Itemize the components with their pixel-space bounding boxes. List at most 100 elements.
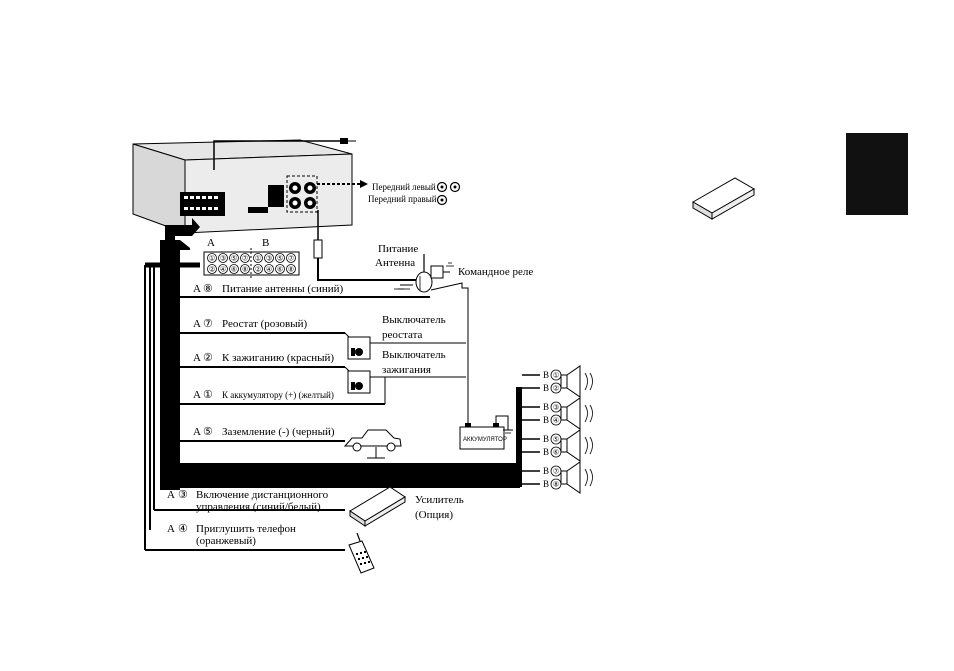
connector-pin-label: ⑥: [277, 266, 283, 274]
connector-a-label: A: [207, 237, 215, 249]
connector-pin: [253, 253, 263, 263]
wire-conn: A: [193, 318, 201, 330]
wire-label: Заземление (-) (черный): [222, 426, 335, 438]
section-tab: [846, 133, 908, 215]
connector-pin: [229, 264, 239, 274]
amplifier-icon: Усилитель (Опция): [349, 486, 464, 527]
connector-pin: [229, 253, 239, 263]
wire-conn: A: [193, 283, 201, 295]
speaker-pin-label: ②: [553, 386, 559, 393]
speaker-conn-label: B: [543, 479, 549, 489]
power-antenna: Питание Антенна Командное реле: [375, 243, 533, 445]
connector-b-label: B: [262, 237, 269, 249]
remote-label-1: Включение дистанционного: [196, 489, 329, 501]
wire-pin: ⑦: [203, 318, 213, 330]
speaker-conn-label: B: [543, 447, 549, 457]
battery: АККУМУЛЯТОР: [459, 415, 513, 450]
connector-pin: [240, 253, 250, 263]
wire-pin: ③: [178, 489, 188, 501]
wire-label: К аккумулятору (+) (желтый): [222, 390, 334, 400]
connector-pin-label: ④: [266, 266, 272, 274]
speaker-conn-label: B: [543, 402, 549, 412]
connector-pin: [286, 253, 296, 263]
wire-conn: A: [193, 352, 201, 364]
connector-pin-label: ②: [209, 267, 215, 274]
connector-pin: [207, 253, 217, 263]
amplifier-label-2: (Опция): [415, 509, 453, 521]
wire-remote: A ③ Включение дистанционного управления …: [154, 489, 345, 513]
amplifier-thumb-icon: [691, 177, 756, 220]
car-icon: [343, 429, 402, 459]
antenna-lead: [313, 210, 420, 281]
switch-knob-icon: [355, 348, 363, 356]
wire-ground: A ⑤ Заземление (-) (черный): [180, 426, 345, 442]
speaker-pin-label: ④: [553, 417, 559, 425]
wire-pin: ⑧: [203, 283, 213, 295]
connector-pin-label: ①: [209, 255, 215, 263]
antenna-power-label: Питание: [378, 243, 418, 255]
relay-label: Командное реле: [458, 266, 533, 278]
command-relay-icon: [430, 265, 444, 279]
connector-pin: [218, 253, 228, 263]
connector-pin-label: ①: [255, 255, 261, 263]
phone-label-2: (оранжевый): [196, 535, 256, 547]
rheostat-switch-label-1: Выключатель: [382, 314, 446, 326]
wire-conn: A: [193, 426, 201, 438]
connector-pin-label: ⑦: [242, 255, 248, 263]
battery-label: АККУМУЛЯТОР: [463, 437, 507, 443]
connector-pin: [207, 264, 217, 274]
rheostat-switch-label-2: реостата: [382, 329, 423, 341]
connector-pin: [264, 253, 274, 263]
remote-label-2: управления (синий/белый): [196, 501, 321, 513]
wire-rheostat: A ⑦ Реостат (розовый): [180, 318, 345, 334]
connector-pin-label: ⑧: [288, 266, 294, 274]
wire-phone: A ④ Приглушить телефон (оранжевый): [145, 523, 345, 551]
wire-pin: ⑤: [203, 426, 213, 438]
speaker-pin-label: ①: [553, 372, 559, 380]
ignition-switch: Выключатель зажигания: [344, 349, 466, 404]
wire-battery: A ① К аккумулятору (+) (желтый): [180, 389, 385, 405]
wire-ignition: A ② К зажиганию (красный): [180, 352, 345, 368]
connector-pin: [275, 253, 285, 263]
connector-pin-label: ③: [266, 255, 272, 263]
wire-conn: A: [167, 523, 175, 535]
main-harness: [144, 218, 522, 550]
head-unit: [132, 138, 356, 234]
rca-front-right-label: Передний правый: [368, 194, 437, 204]
connector-pin: [264, 264, 274, 274]
speaker-pin-label: ⑤: [553, 436, 559, 444]
wire-pin: ④: [178, 523, 188, 535]
connector-pin-label: ⑤: [231, 255, 237, 263]
wire-label: Питание антенны (синий): [222, 283, 344, 295]
connector-pin-label: ⑦: [288, 255, 294, 263]
connector-pin: [218, 264, 228, 274]
rca-plug-icon: [436, 181, 448, 193]
wire-conn: A: [167, 489, 175, 501]
wire-label: Реостат (розовый): [222, 318, 308, 330]
phone-label-1: Приглушить телефон: [196, 523, 296, 535]
amplifier-label-1: Усилитель: [415, 494, 464, 506]
wire-conn: A: [193, 389, 201, 401]
speaker-conn-label: B: [543, 466, 549, 476]
rear-connector-icon: [180, 192, 225, 216]
connector-pin-label: ④: [220, 266, 226, 274]
wire-pin: ②: [203, 352, 213, 364]
connector-pin-label: ⑧: [242, 266, 248, 274]
speaker-conn-label: B: [543, 434, 549, 444]
ignition-switch-label-2: зажигания: [382, 364, 431, 376]
wire-antenna-power: A ⑧ Питание антенны (синий): [180, 283, 430, 298]
speaker-pin-label: ⑥: [553, 449, 559, 457]
antenna-label: Антенна: [375, 257, 415, 269]
ignition-switch-label-1: Выключатель: [382, 349, 446, 361]
speaker-conn-label: B: [543, 370, 549, 380]
connector-pin-label: ⑤: [277, 255, 283, 263]
phone-icon: [348, 532, 375, 574]
wire-label: К зажиганию (красный): [222, 352, 334, 364]
connector-pin: [240, 264, 250, 274]
